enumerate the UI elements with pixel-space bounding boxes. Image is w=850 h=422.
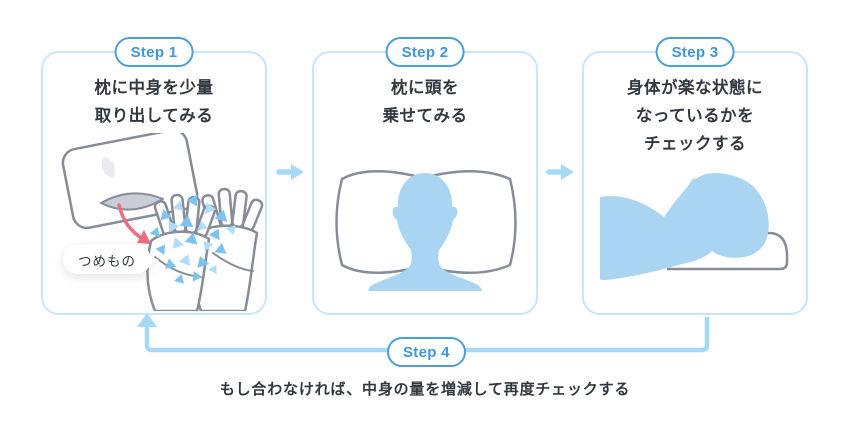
filling-label: つめもの — [78, 253, 136, 269]
remove-filling-illustration — [61, 133, 264, 311]
head-silhouette-icon — [368, 173, 482, 291]
lying-check-illustration — [600, 173, 789, 280]
step-1-card: Step 1 枕に中身を少量 取り出してみる — [41, 37, 267, 315]
loop-instruction-text: もし合わなければ、中身の量を増減して再度チェックする — [219, 381, 631, 398]
step-3-title: 身体が楽な状態に なっているかを チェックする — [627, 79, 763, 153]
step-3-badge: Step 3 — [655, 37, 735, 67]
step-3-card: Step 3 身体が楽な状態に なっているかを チェックする — [582, 37, 808, 315]
arrow-right-icon — [546, 164, 574, 180]
head-on-pillow-illustration — [335, 170, 517, 291]
step-2-card: Step 2 枕に頭を 乗せてみる — [312, 37, 538, 315]
lying-person-icon — [600, 173, 769, 280]
arrow-right-icon — [276, 164, 304, 180]
step-4-badge: Step 4 — [387, 337, 466, 367]
step-1-badge: Step 1 — [114, 37, 194, 67]
filling-label-bubble: つめもの — [63, 245, 159, 274]
step-1-title: 枕に中身を少量 取り出してみる — [94, 79, 214, 125]
step-2-badge: Step 2 — [385, 37, 465, 67]
step-2-title: 枕に頭を 乗せてみる — [382, 79, 468, 125]
